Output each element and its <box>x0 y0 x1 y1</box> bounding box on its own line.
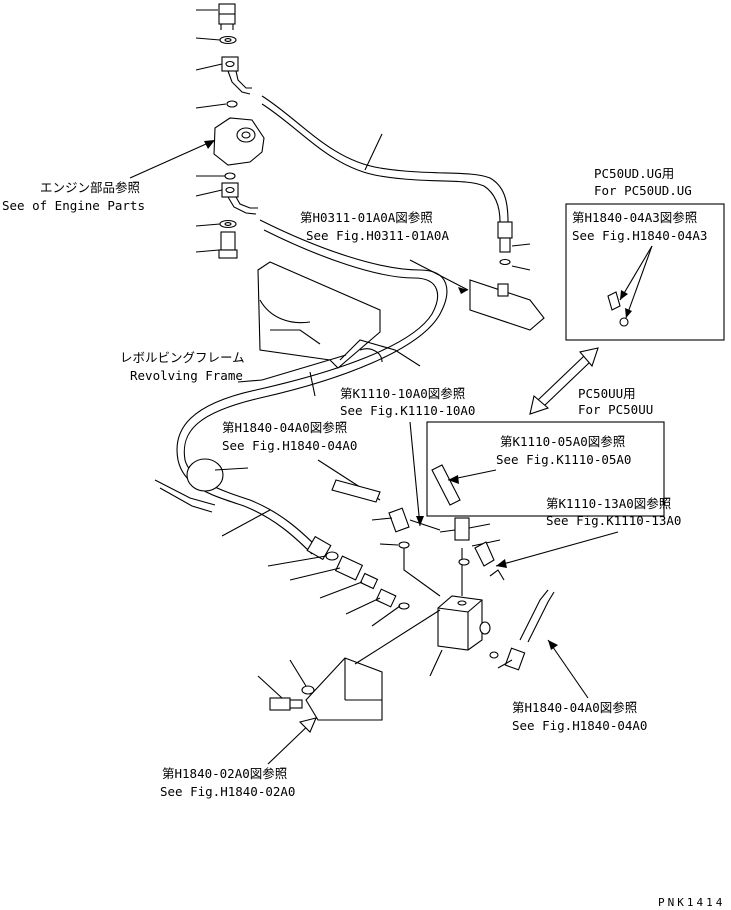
h1840a0-bot-ref-en: See Fig.H1840-04A0 <box>512 718 647 733</box>
valve-assembly <box>257 507 555 721</box>
drawing-code: PNK1414 <box>658 896 725 909</box>
engine-ref-jp: エンジン部品参照 <box>40 180 140 195</box>
h1840a0-top-ref-jp: 第H1840-04A0図参照 <box>222 420 347 435</box>
link-arrow <box>529 347 599 415</box>
h1840-02-ref-jp: 第H1840-02A0図参照 <box>162 766 287 781</box>
pc50ud-title-en: For PC50UD.UG <box>594 183 692 198</box>
k1110-13-ref-en: See Fig.K1110-13A0 <box>546 513 681 528</box>
lower-hose <box>154 219 448 627</box>
frame-label-en: Revolving Frame <box>130 368 243 383</box>
pc50ud-inset-box <box>565 203 725 341</box>
engine-ref-en: See of Engine Parts <box>2 198 145 213</box>
k1110-13-ref-jp: 第K1110-13A0図参照 <box>546 496 671 511</box>
h0311-ref-jp: 第H0311-01A0A図参照 <box>300 210 433 225</box>
text-labels: エンジン部品参照 See of Engine Parts レボルビングフレーム … <box>2 166 725 909</box>
h1840a3-ref-en: See Fig.H1840-04A3 <box>572 228 707 243</box>
upper-hose <box>261 95 545 331</box>
reference-arrows <box>267 421 619 765</box>
pc50uu-title-en: For PC50UU <box>578 402 653 417</box>
k1110-10-ref-jp: 第K1110-10A0図参照 <box>340 386 465 401</box>
frame-label-jp: レボルビングフレーム <box>120 350 245 365</box>
k1110-05-ref-jp: 第K1110-05A0図参照 <box>500 434 625 449</box>
revolving-frame <box>237 261 421 397</box>
k1110-05-ref-en: See Fig.K1110-05A0 <box>496 452 631 467</box>
h1840a3-ref-jp: 第H1840-04A3図参照 <box>572 210 697 225</box>
pc50uu-title-jp: PC50UU用 <box>578 386 636 401</box>
h1840-02-ref-en: See Fig.H1840-02A0 <box>160 784 295 799</box>
k1110-10-ref-en: See Fig.K1110-10A0 <box>340 403 475 418</box>
upper-parts-column <box>129 3 265 259</box>
pc50ud-title-jp: PC50UD.UG用 <box>594 166 674 181</box>
h0311-ref-en: See Fig.H0311-01A0A <box>306 228 449 243</box>
pc50uu-inset-box <box>426 421 665 517</box>
h1840a0-top-ref-en: See Fig.H1840-04A0 <box>222 438 357 453</box>
h1840a0-bot-ref-jp: 第H1840-04A0図参照 <box>512 700 637 715</box>
